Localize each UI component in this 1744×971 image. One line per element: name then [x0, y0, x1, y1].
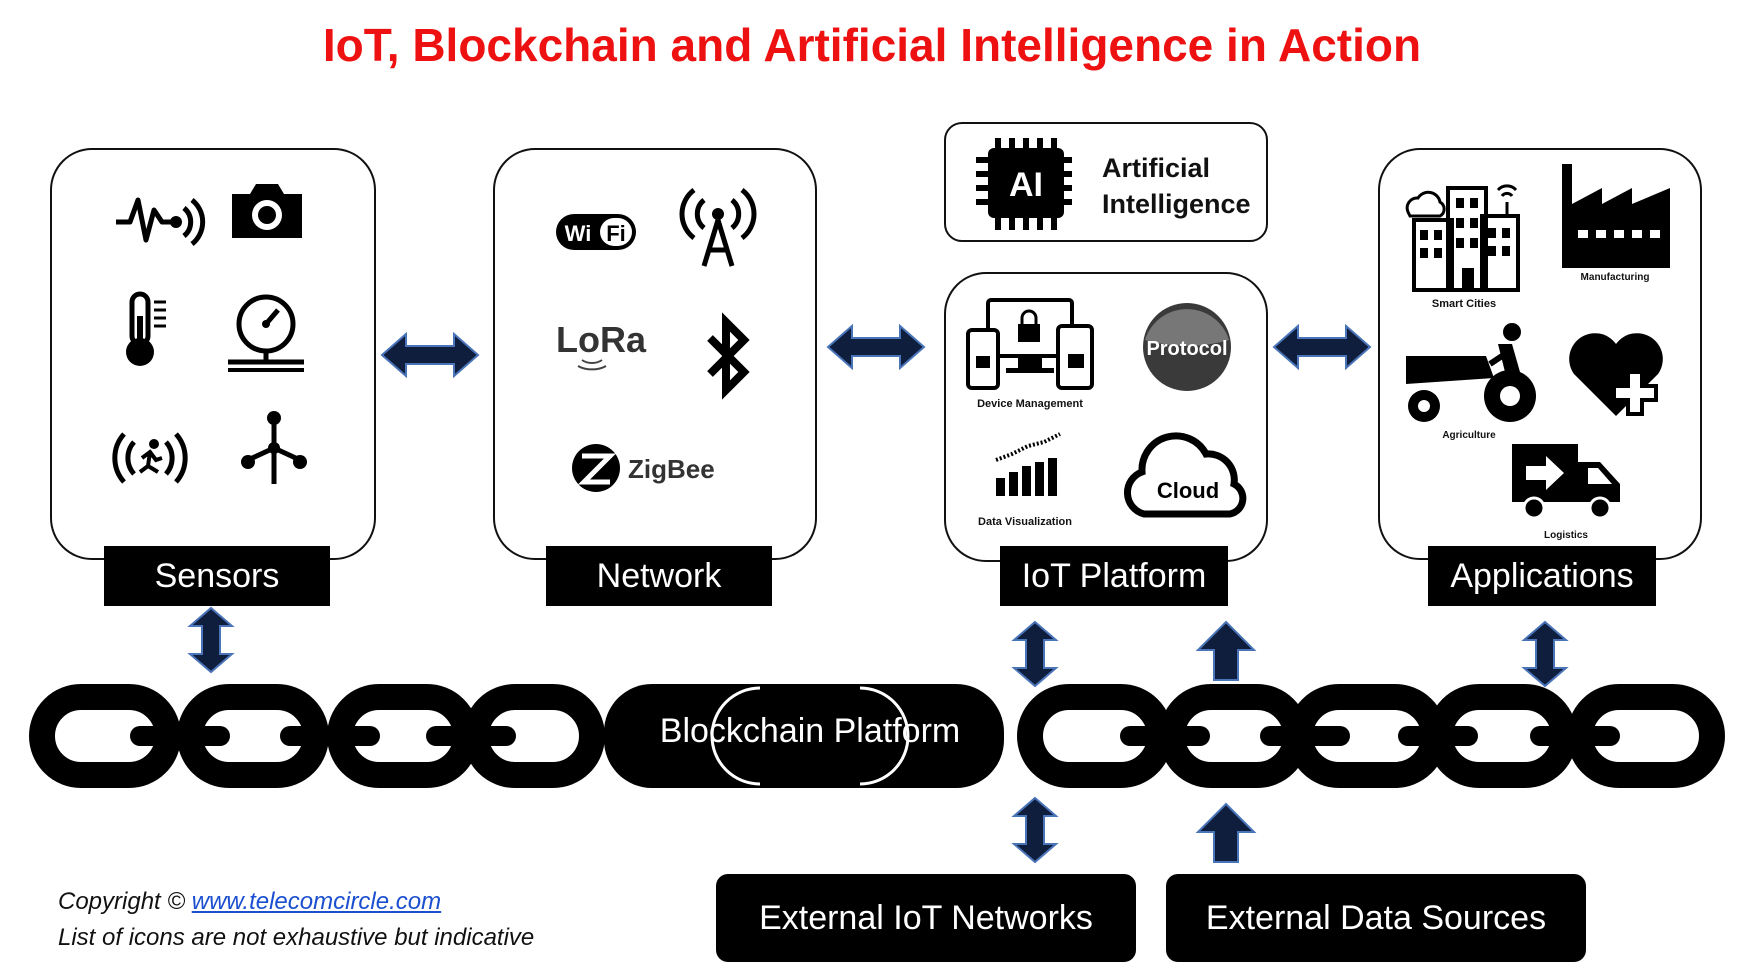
zigbee-label: ZigBee: [628, 454, 715, 484]
platform-applications-arrow: [1272, 323, 1372, 371]
external-iot-chain-arrow: [1011, 796, 1059, 864]
data-visualization-label: Data Visualization: [978, 516, 1072, 528]
bluetooth-icon: [707, 312, 750, 400]
lora-icon: LoRa: [556, 319, 647, 371]
platform-up-arrow: [1195, 620, 1257, 681]
data-visualization-icon: [995, 432, 1061, 496]
cloud-label: Cloud: [1157, 478, 1219, 503]
network-platform-arrow: [826, 323, 926, 371]
agriculture-label: Agriculture: [1442, 430, 1496, 441]
copyright-line: Copyright © www.telecomcircle.com: [58, 888, 441, 916]
sensors-label: Sensors: [104, 546, 330, 606]
thermometer-icon: [126, 291, 166, 366]
ai-chip-icon: AI: [976, 138, 1072, 230]
blockchain-platform-label: Blockchain Platform: [659, 712, 961, 750]
logistics-icon: [1512, 444, 1620, 520]
protocol-label: Protocol: [1146, 338, 1227, 360]
footer-note: List of icons are not exhaustive but ind…: [58, 924, 535, 951]
network-label: Network: [546, 546, 772, 606]
ai-text: Artificial Intelligence: [1102, 150, 1251, 222]
wifi-icon: Wi Fi: [556, 214, 636, 250]
manufacturing-icon: [1562, 164, 1670, 268]
artificial-intelligence-box: AI Artificial Intelligence: [944, 122, 1268, 242]
external-data-sources-box: External Data Sources: [1166, 874, 1586, 962]
wifi-label-left: Wi: [565, 221, 592, 246]
external-data-up-arrow: [1195, 802, 1257, 863]
wifi-label-right: Fi: [606, 221, 626, 246]
sensors-network-arrow: [380, 331, 480, 379]
vibration-sensor-icon: [116, 197, 206, 246]
applications-chain-arrow: [1521, 620, 1569, 688]
blockchain-chain: [29, 684, 1725, 788]
page-title: IoT, Blockchain and Artificial Intellige…: [322, 19, 1422, 71]
camera-icon: [232, 184, 302, 238]
protocol-icon: Protocol: [1143, 303, 1231, 391]
smart-cities-icon: [1405, 184, 1520, 292]
platform-chain-arrow: [1011, 620, 1059, 688]
ai-text-line1: Artificial: [1102, 153, 1211, 183]
smart-cities-label: Smart Cities: [1431, 298, 1497, 310]
manufacturing-label: Manufacturing: [1580, 272, 1650, 283]
cell-tower-icon: [679, 188, 757, 267]
logistics-label: Logistics: [1544, 530, 1588, 541]
network-card: [493, 148, 817, 560]
external-iot-networks-box: External IoT Networks: [716, 874, 1136, 962]
sensor-node-icon: [241, 411, 307, 484]
healthcare-icon: [1569, 333, 1663, 416]
sensors-chain-arrow: [187, 606, 235, 674]
cloud-icon: Cloud: [1123, 432, 1247, 518]
motion-sensor-icon: [112, 432, 188, 484]
device-management-icon: [966, 298, 1094, 390]
ai-text-line2: Intelligence: [1102, 189, 1251, 219]
sensors-card: [50, 148, 376, 560]
ai-chip-label: AI: [1009, 166, 1043, 204]
pressure-gauge-icon: [228, 294, 304, 372]
copyright-prefix: Copyright ©: [58, 888, 192, 915]
device-management-label: Device Management: [977, 398, 1083, 410]
iot-platform-label: IoT Platform: [1000, 546, 1228, 606]
lora-label: LoRa: [556, 319, 647, 360]
zigbee-icon: ZigBee: [572, 444, 715, 492]
applications-label: Applications: [1428, 546, 1656, 606]
agriculture-icon: [1406, 323, 1536, 422]
copyright-link[interactable]: www.telecomcircle.com: [191, 888, 442, 915]
